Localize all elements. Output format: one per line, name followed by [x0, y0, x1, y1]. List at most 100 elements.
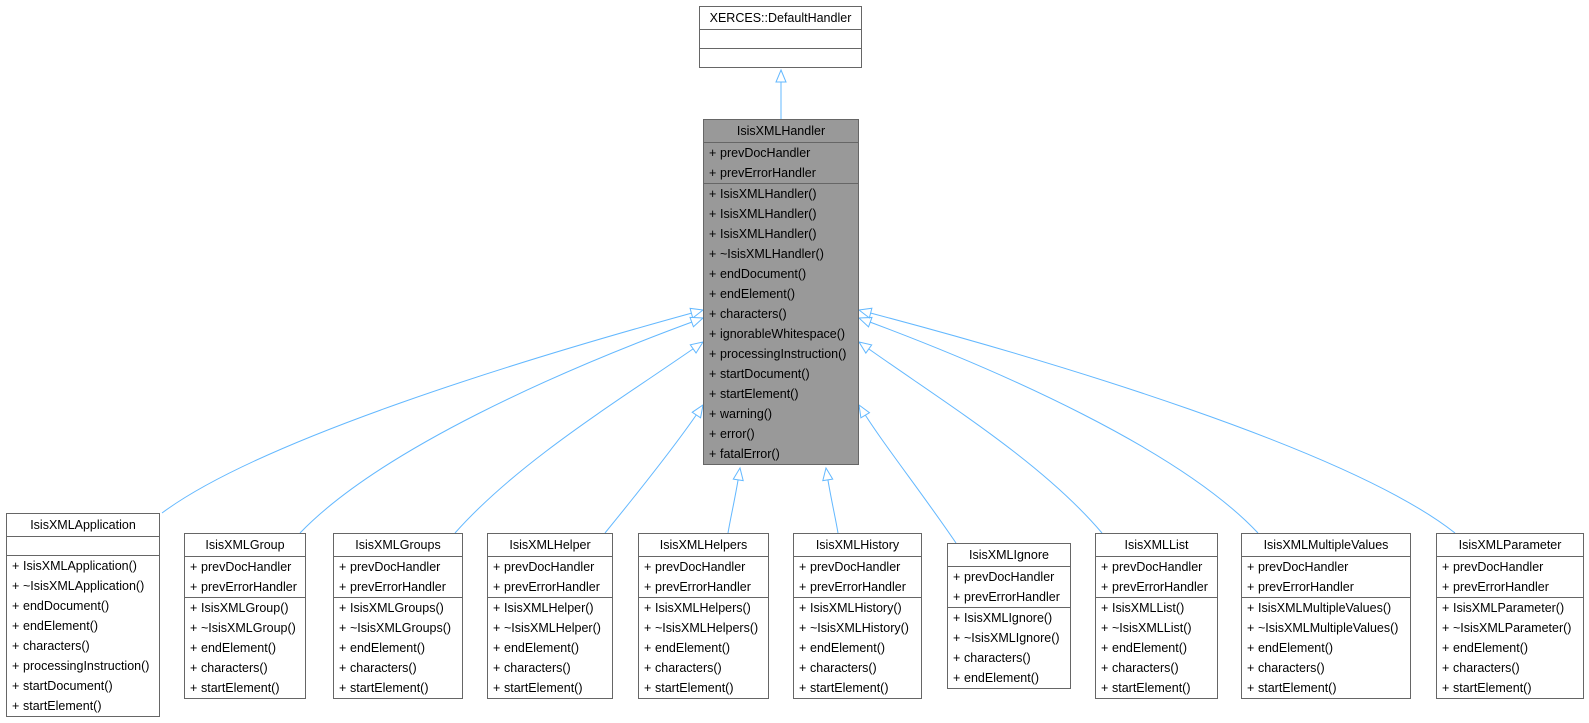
attribute-row-label: prevDocHandler [1453, 560, 1544, 574]
class-title: IsisXMLIgnore [948, 544, 1070, 567]
attributes-section [7, 537, 159, 556]
method-row-label: characters() [810, 661, 877, 675]
method-row-label: characters() [350, 661, 417, 675]
inheritance-arrowhead-icon [857, 307, 873, 319]
class-box-c7[interactable]: IsisXMLList+prevDocHandler+prevErrorHand… [1095, 533, 1218, 699]
class-title: IsisXMLGroup [185, 534, 305, 557]
visibility-public-icon: + [339, 560, 347, 574]
class-title: IsisXMLHandler [704, 120, 858, 143]
class-box-c0[interactable]: IsisXMLApplication+IsisXMLApplication()+… [6, 513, 160, 717]
visibility-public-icon: + [709, 367, 717, 381]
attributes-section: +prevDocHandler+prevErrorHandler [1242, 557, 1410, 598]
visibility-public-icon: + [1247, 580, 1255, 594]
method-row: +startDocument() [704, 364, 858, 384]
method-row: +~IsisXMLApplication() [7, 576, 159, 596]
attribute-row: +prevErrorHandler [488, 577, 612, 597]
visibility-public-icon: + [709, 387, 717, 401]
method-row: +endElement() [185, 638, 305, 658]
visibility-public-icon: + [709, 327, 717, 341]
method-row: +startElement() [488, 678, 612, 698]
visibility-public-icon: + [190, 601, 198, 615]
class-box-c2[interactable]: IsisXMLGroups+prevDocHandler+prevErrorHa… [333, 533, 463, 699]
class-box-c6[interactable]: IsisXMLIgnore+prevDocHandler+prevErrorHa… [947, 543, 1071, 689]
method-row: +endElement() [1437, 638, 1583, 658]
visibility-public-icon: + [12, 699, 20, 713]
method-row-label: ignorableWhitespace() [720, 327, 846, 341]
visibility-public-icon: + [12, 579, 20, 593]
methods-section: +IsisXMLGroups()+~IsisXMLGroups()+endEle… [334, 598, 462, 698]
attributes-section: +prevDocHandler+prevErrorHandler [704, 143, 858, 184]
attribute-row-label: prevDocHandler [201, 560, 292, 574]
method-row: +IsisXMLGroup() [185, 598, 305, 618]
method-row: +~IsisXMLList() [1096, 618, 1217, 638]
visibility-public-icon: + [1442, 601, 1450, 615]
visibility-public-icon: + [493, 601, 501, 615]
method-row-label: characters() [23, 639, 90, 653]
class-box-base[interactable]: XERCES::DefaultHandler [699, 6, 862, 68]
attribute-row: +prevDocHandler [639, 557, 768, 577]
attribute-row-label: prevDocHandler [350, 560, 441, 574]
visibility-public-icon: + [339, 621, 347, 635]
method-row-label: startElement() [810, 681, 889, 695]
method-row: +startElement() [1096, 678, 1217, 698]
method-row-label: IsisXMLIgnore() [964, 611, 1053, 625]
visibility-public-icon: + [799, 580, 807, 594]
attributes-section: +prevDocHandler+prevErrorHandler [794, 557, 921, 598]
method-row-label: endElement() [23, 619, 99, 633]
visibility-public-icon: + [709, 267, 717, 281]
class-box-c8[interactable]: IsisXMLMultipleValues+prevDocHandler+pre… [1241, 533, 1411, 699]
method-row: +startElement() [639, 678, 768, 698]
method-row-label: startElement() [655, 681, 734, 695]
visibility-public-icon: + [644, 601, 652, 615]
method-row: +~IsisXMLIgnore() [948, 628, 1070, 648]
method-row: +IsisXMLHelpers() [639, 598, 768, 618]
class-box-c3[interactable]: IsisXMLHelper+prevDocHandler+prevErrorHa… [487, 533, 613, 699]
method-row: +IsisXMLGroups() [334, 598, 462, 618]
attribute-row: +prevErrorHandler [704, 163, 858, 183]
visibility-public-icon: + [12, 559, 20, 573]
visibility-public-icon: + [709, 427, 717, 441]
method-row: +~IsisXMLHelper() [488, 618, 612, 638]
inheritance-edge-c0 [161, 309, 704, 514]
method-row: +IsisXMLIgnore() [948, 608, 1070, 628]
attributes-section: +prevDocHandler+prevErrorHandler [185, 557, 305, 598]
attribute-row-label: prevErrorHandler [720, 166, 816, 180]
method-row: +~IsisXMLMultipleValues() [1242, 618, 1410, 638]
attribute-row: +prevDocHandler [488, 557, 612, 577]
method-row: +processingInstruction() [7, 656, 159, 676]
class-title: XERCES::DefaultHandler [700, 7, 861, 30]
method-row: +endElement() [334, 638, 462, 658]
methods-section: +IsisXMLMultipleValues()+~IsisXMLMultipl… [1242, 598, 1410, 698]
class-box-c1[interactable]: IsisXMLGroup+prevDocHandler+prevErrorHan… [184, 533, 306, 699]
visibility-public-icon: + [1247, 641, 1255, 655]
visibility-public-icon: + [709, 207, 717, 221]
attribute-row-label: prevErrorHandler [504, 580, 600, 594]
class-box-c5[interactable]: IsisXMLHistory+prevDocHandler+prevErrorH… [793, 533, 922, 699]
method-row-label: startElement() [1112, 681, 1191, 695]
class-box-c9[interactable]: IsisXMLParameter+prevDocHandler+prevErro… [1436, 533, 1584, 699]
visibility-public-icon: + [12, 679, 20, 693]
visibility-public-icon: + [339, 681, 347, 695]
attribute-row: +prevErrorHandler [948, 587, 1070, 607]
method-row: +startElement() [185, 678, 305, 698]
class-title: IsisXMLList [1096, 534, 1217, 557]
method-row-label: startElement() [1258, 681, 1337, 695]
attribute-row-label: prevErrorHandler [810, 580, 906, 594]
visibility-public-icon: + [953, 570, 961, 584]
method-row-label: ~IsisXMLHandler() [720, 247, 824, 261]
method-row: +startElement() [334, 678, 462, 698]
visibility-public-icon: + [709, 307, 717, 321]
visibility-public-icon: + [1247, 661, 1255, 675]
class-box-c4[interactable]: IsisXMLHelpers+prevDocHandler+prevErrorH… [638, 533, 769, 699]
method-row-label: ~IsisXMLGroups() [350, 621, 452, 635]
attribute-row: +prevDocHandler [948, 567, 1070, 587]
method-row: +IsisXMLHelper() [488, 598, 612, 618]
visibility-public-icon: + [709, 247, 717, 261]
visibility-public-icon: + [12, 599, 20, 613]
visibility-public-icon: + [1101, 681, 1109, 695]
method-row-label: endElement() [350, 641, 426, 655]
attribute-row: +prevDocHandler [1096, 557, 1217, 577]
method-row-label: characters() [720, 307, 787, 321]
class-box-focus[interactable]: IsisXMLHandler+prevDocHandler+prevErrorH… [703, 119, 859, 465]
